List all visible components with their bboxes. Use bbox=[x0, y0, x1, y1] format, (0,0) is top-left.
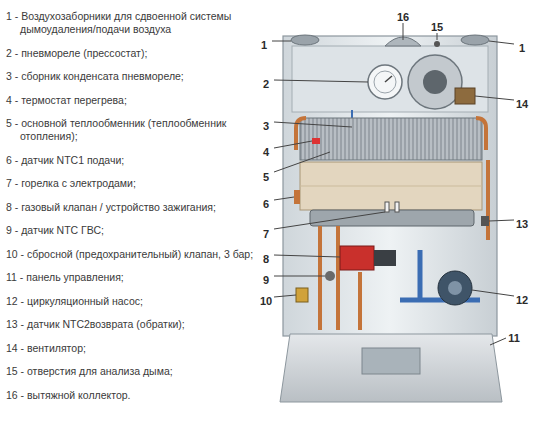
circulation-pump bbox=[448, 281, 462, 295]
air-intake bbox=[461, 35, 489, 45]
fan bbox=[423, 70, 447, 94]
top-chamber bbox=[292, 46, 488, 112]
callout-number: 10 bbox=[259, 295, 273, 307]
pressure-switch bbox=[374, 71, 396, 93]
callout-number: 1 bbox=[260, 39, 268, 51]
part-list-item: 7 - горелка с электродами; bbox=[6, 177, 256, 190]
callout-number: 8 bbox=[262, 253, 270, 265]
heat-exchanger bbox=[300, 118, 482, 160]
part-list-item: 15 - отверстия для анализа дыма; bbox=[6, 365, 256, 378]
callout-number: 7 bbox=[262, 228, 270, 240]
part-list-item: 1 - Воздухозаборники для сдвоенной систе… bbox=[6, 10, 256, 36]
callout-number: 1 bbox=[518, 42, 526, 54]
burner bbox=[310, 210, 474, 226]
part-list-item: 9 - датчик NTC ГВС; bbox=[6, 224, 256, 237]
part-list-item: 8 - газовый клапан / устройство зажигани… bbox=[6, 201, 256, 214]
callout-number: 16 bbox=[396, 11, 410, 23]
pressure-switch bbox=[368, 65, 402, 99]
ntc1-sensor bbox=[294, 190, 300, 204]
fan-motor bbox=[455, 88, 475, 104]
copper-pipe bbox=[296, 118, 306, 150]
insulation bbox=[300, 186, 482, 187]
fan bbox=[408, 55, 462, 109]
electrode bbox=[395, 202, 399, 212]
pressure-switch bbox=[385, 76, 392, 82]
ntc2-sensor bbox=[481, 216, 489, 226]
combustion-chamber bbox=[300, 162, 482, 210]
overheat-thermostat bbox=[312, 138, 320, 144]
callout-number: 9 bbox=[262, 274, 270, 286]
callout-number: 6 bbox=[262, 198, 270, 210]
analysis-hole bbox=[434, 41, 440, 47]
part-list-item: 11 - панель управления; bbox=[6, 271, 256, 284]
ignition-unit bbox=[374, 250, 396, 266]
callout-number: 5 bbox=[262, 171, 270, 183]
callout-number: 14 bbox=[515, 98, 529, 110]
part-list-item: 10 - сбросной (предохранительный) клапан… bbox=[6, 248, 256, 261]
relief-valve bbox=[296, 288, 308, 302]
circulation-pump bbox=[438, 271, 472, 305]
part-list-item: 16 - вытяжной коллектор. bbox=[6, 389, 256, 402]
leader-lines bbox=[272, 20, 514, 345]
copper-pipe bbox=[320, 226, 360, 330]
callout-number: 12 bbox=[515, 294, 529, 306]
copper-pipe bbox=[486, 160, 490, 240]
electrode bbox=[385, 202, 389, 212]
callout-number: 3 bbox=[262, 120, 270, 132]
part-list-item: 12 - циркуляционный насос; bbox=[6, 295, 256, 308]
display bbox=[362, 348, 420, 374]
air-intake bbox=[291, 35, 319, 45]
callout-number: 2 bbox=[262, 78, 270, 90]
callout-number: 15 bbox=[430, 21, 444, 33]
part-list-item: 5 - основной теплообменник (теплообменни… bbox=[6, 117, 256, 143]
callout-number: 13 bbox=[515, 218, 529, 230]
part-list-item: 2 - пневмореле (прессостат); bbox=[6, 47, 256, 60]
part-list-item: 13 - датчик NTC2возврата (обратки); bbox=[6, 318, 256, 331]
part-list-item: 14 - вентилятор; bbox=[6, 342, 256, 355]
part-list-item: 4 - термостат перегрева; bbox=[6, 94, 256, 107]
dhw-sensor bbox=[325, 271, 335, 281]
callout-number: 4 bbox=[262, 146, 270, 158]
control-panel bbox=[280, 334, 502, 402]
part-list-item: 6 - датчик NTC1 подачи; bbox=[6, 154, 256, 167]
part-list-item: 3 - сборник конденсата пневмореле; bbox=[6, 70, 256, 83]
copper-pipe bbox=[476, 118, 486, 150]
callout-number: 11 bbox=[507, 332, 521, 344]
part-list: 1 - Воздухозаборники для сдвоенной систе… bbox=[6, 10, 256, 402]
gas-valve bbox=[340, 246, 374, 270]
